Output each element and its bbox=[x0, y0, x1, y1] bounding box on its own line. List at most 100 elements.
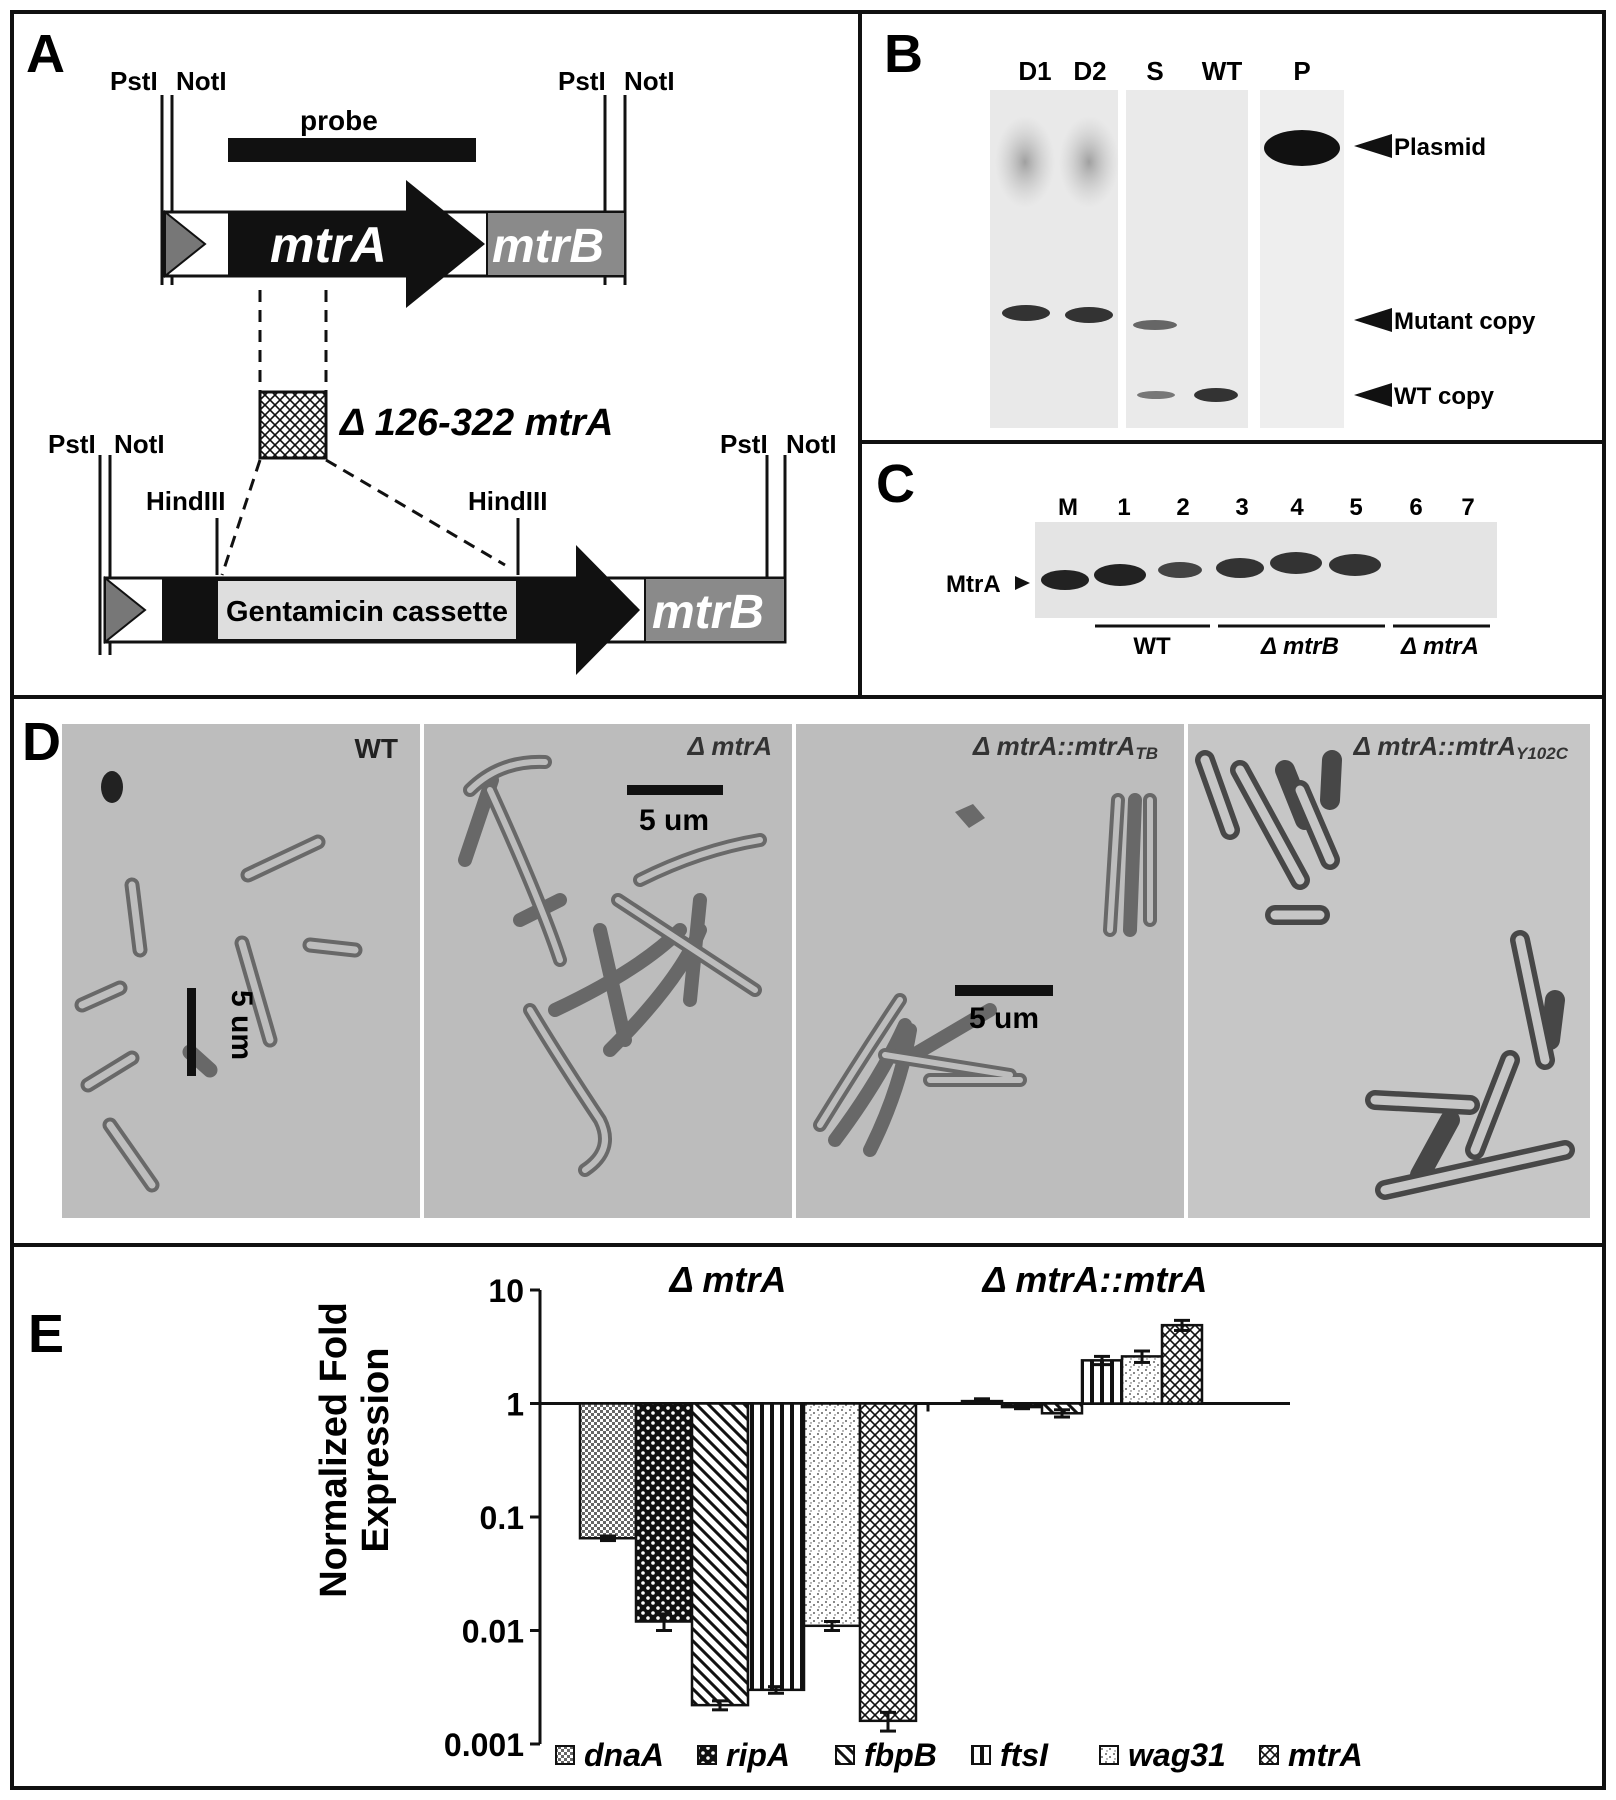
southern-blot bbox=[990, 90, 1344, 428]
y-tick-label: 10 bbox=[488, 1273, 524, 1309]
deletion-region: Δ 126-322 mtrA bbox=[220, 290, 613, 576]
scale-bar-label: 5 um bbox=[225, 990, 258, 1060]
western-lane-label: M bbox=[1058, 494, 1078, 521]
mtrA-gene-arrow bbox=[228, 180, 485, 308]
scale-bar-label: 5 um bbox=[969, 1002, 1039, 1035]
micrograph-wt: 5 um WT bbox=[62, 724, 420, 1218]
western-lane-label: 3 bbox=[1235, 494, 1248, 521]
hindIII-site-label: HindIII bbox=[468, 486, 547, 516]
mtrB-gene-box bbox=[486, 211, 626, 277]
blot-lane-label: D2 bbox=[1073, 56, 1106, 86]
bar-ftsI-0 bbox=[746, 1402, 806, 1692]
western-group-label: Δ mtrA bbox=[1400, 633, 1479, 660]
scale-bar bbox=[187, 988, 196, 1076]
y-tick-label: 1 bbox=[506, 1387, 524, 1423]
mtrA-protein-label: MtrA bbox=[946, 571, 1001, 598]
western-group-label: WT bbox=[1133, 633, 1171, 660]
bar-fbpB-0 bbox=[690, 1402, 750, 1707]
probe-bar bbox=[228, 138, 476, 162]
blot-lane-label: P bbox=[1293, 56, 1310, 86]
micrograph-label: Δ mtrA bbox=[687, 731, 772, 761]
mtrB-gene-box bbox=[644, 577, 786, 643]
y-tick-label: 0.1 bbox=[480, 1500, 524, 1536]
blot-band bbox=[1065, 307, 1113, 323]
legend-swatch-dnaA bbox=[555, 1745, 575, 1765]
bar-dnaA-0 bbox=[578, 1402, 638, 1540]
pstI-site-label: PstI bbox=[110, 66, 158, 96]
wildtype-locus: PstI NotI PstI NotI probe mtrA mtrB bbox=[110, 66, 675, 308]
legend-label-mtrA: mtrA bbox=[1288, 1737, 1363, 1773]
blot-smear bbox=[1059, 116, 1119, 208]
wt-band-label: WT copy bbox=[1394, 383, 1495, 410]
gentamicin-cassette-label: Gentamicin cassette bbox=[226, 596, 508, 628]
bar-wag31-1 bbox=[1120, 1355, 1164, 1405]
panel-c: C M 1 2 3 4 5 6 7 MtrA WT Δ mtrB Δ mtrA bbox=[876, 454, 1497, 660]
panel-d: 5 um WT bbox=[22, 712, 1590, 1218]
mtrB-gene-label: mtrB bbox=[492, 220, 604, 273]
chart-group-label: Δ mtrA::mtrA bbox=[981, 1259, 1208, 1300]
bar-mtrA-0 bbox=[858, 1402, 918, 1723]
y-tick-label: 0.001 bbox=[444, 1727, 524, 1763]
western-lane-label: 6 bbox=[1409, 494, 1422, 521]
promoter-triangle bbox=[164, 209, 207, 279]
mtrB-gene-label: mtrB bbox=[652, 586, 764, 639]
pstI-site-label: PstI bbox=[720, 429, 768, 459]
western-blot bbox=[1035, 522, 1497, 618]
mutant-locus: PstI NotI PstI NotI HindIII HindIII Gent… bbox=[48, 429, 837, 675]
micrograph-mtrA-deletion: 5 um Δ mtrA bbox=[424, 724, 792, 1218]
legend-label-wag31: wag31 bbox=[1128, 1737, 1226, 1773]
blot-lane-label: WT bbox=[1202, 56, 1243, 86]
panel-letter-c: C bbox=[876, 454, 915, 514]
western-lane-label: 4 bbox=[1290, 494, 1304, 521]
pstI-site-label: PstI bbox=[558, 66, 606, 96]
micrograph-label: Δ mtrA::mtrATB bbox=[972, 731, 1158, 763]
bar-chart: 10 1 0.1 0.01 0.001 bbox=[444, 1273, 1290, 1763]
legend-label-ripA: ripA bbox=[726, 1737, 790, 1773]
notI-site-label: NotI bbox=[114, 429, 165, 459]
western-lane-label: 5 bbox=[1349, 494, 1362, 521]
figure-frame bbox=[10, 10, 1606, 1790]
legend-swatch-mtrA bbox=[1259, 1745, 1279, 1765]
legend-swatch-wag31 bbox=[1099, 1745, 1119, 1765]
legend-label-dnaA: dnaA bbox=[584, 1737, 664, 1773]
panel-letter-a: A bbox=[26, 24, 65, 84]
mtrA-gene-label: mtrA bbox=[270, 217, 387, 273]
blot-smear bbox=[995, 116, 1055, 208]
scale-bar bbox=[955, 985, 1053, 996]
legend-swatch-ftsI bbox=[971, 1745, 991, 1765]
legend-swatch-ripA bbox=[697, 1745, 717, 1765]
western-lane-label: 1 bbox=[1117, 494, 1130, 521]
pstI-site-label: PstI bbox=[48, 429, 96, 459]
notI-site-label: NotI bbox=[624, 66, 675, 96]
blot-lane-label: S bbox=[1146, 56, 1163, 86]
mutant-band-label: Mutant copy bbox=[1394, 308, 1536, 335]
micrograph-mtrA-y102c-complement: Δ mtrA::mtrAY102C bbox=[1188, 724, 1590, 1218]
western-lane-label: 2 bbox=[1176, 494, 1189, 521]
y-axis-label: Normalized FoldExpression bbox=[313, 1302, 397, 1598]
hindIII-site-label: HindIII bbox=[146, 486, 225, 516]
panel-e: E Normalized FoldExpression Δ mtrA Δ mtr… bbox=[28, 1259, 1363, 1773]
y-tick-label: 0.01 bbox=[462, 1614, 524, 1650]
blot-lane-label: D1 bbox=[1018, 56, 1051, 86]
western-group-label: Δ mtrB bbox=[1260, 633, 1339, 660]
micrograph-label: WT bbox=[354, 733, 398, 764]
legend-swatch-fbpB bbox=[835, 1745, 855, 1765]
micrograph-label: Δ mtrA::mtrAY102C bbox=[1353, 731, 1569, 763]
deleted-segment-box bbox=[258, 390, 328, 460]
blot-band bbox=[1133, 320, 1177, 330]
blot-band bbox=[1002, 305, 1050, 321]
blot-band bbox=[1194, 388, 1238, 402]
notI-site-label: NotI bbox=[176, 66, 227, 96]
western-lane-label: 7 bbox=[1461, 494, 1474, 521]
deletion-label: Δ 126-322 mtrA bbox=[338, 402, 613, 444]
blot-band bbox=[1264, 130, 1340, 166]
scale-bar-label: 5 um bbox=[639, 804, 709, 837]
panel-letter-e: E bbox=[28, 1304, 64, 1364]
panel-b: B D1 D2 S WT P Plasmid Mutant copy WT co… bbox=[884, 24, 1536, 428]
chart-group-label: Δ mtrA bbox=[668, 1259, 787, 1300]
bar-ftsI-1 bbox=[1080, 1359, 1124, 1405]
bar-mtrA-1 bbox=[1160, 1323, 1204, 1405]
gentamicin-cassette-box bbox=[216, 579, 518, 641]
